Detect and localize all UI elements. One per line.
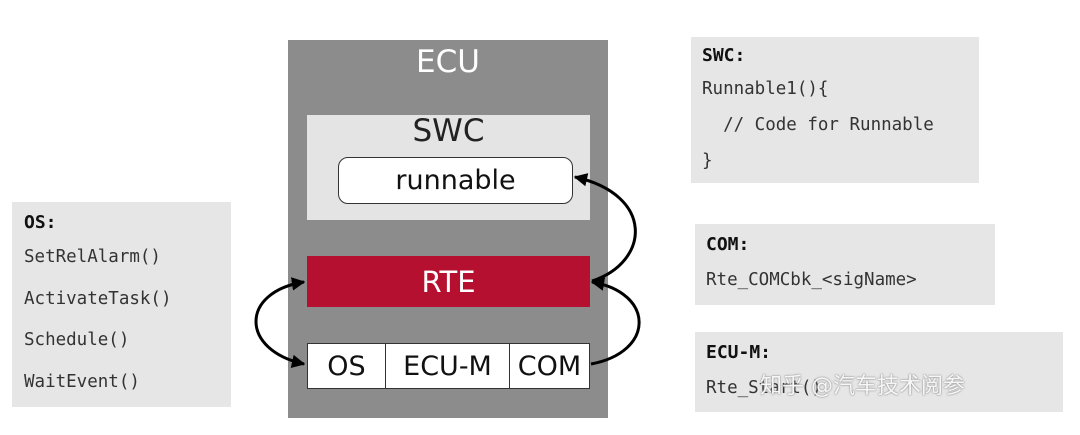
swc-panel-line: // Code for Runnable — [702, 115, 934, 135]
os-panel-header: OS: — [24, 212, 57, 233]
bsw-com: COM — [517, 350, 582, 382]
bsw-os: OS — [308, 344, 386, 388]
watermark: 知乎 @汽车技术阅参 — [760, 374, 965, 399]
os-panel-line: ActivateTask() — [24, 288, 172, 309]
os-panel-line: SetRelAlarm() — [24, 247, 161, 267]
com-code-panel: COM: Rte_COMCbk_<sigName> — [695, 224, 995, 305]
ecum-panel-header: ECU-M: — [706, 342, 772, 363]
ecu-title: ECU — [416, 44, 480, 80]
com-panel-header: COM: — [706, 234, 750, 255]
bsw-row: OS ECU-M COM — [307, 343, 590, 389]
ecum-code-panel: ECU-M: Rte_Start() — [695, 332, 1063, 412]
bsw-ecu-m: ECU-M — [386, 344, 510, 388]
swc-title: SWC — [412, 113, 485, 149]
os-panel-line: WaitEvent() — [24, 371, 140, 392]
os-panel-line: Schedule() — [24, 330, 130, 350]
com-panel-line: Rte_COMCbk_<sigName> — [706, 270, 917, 290]
rte-block: RTE — [307, 256, 590, 307]
swc-panel-header: SWC: — [702, 45, 746, 66]
os-code-panel: OS: SetRelAlarm() ActivateTask() Schedul… — [12, 202, 231, 407]
runnable-box: runnable — [338, 157, 573, 204]
swc-panel-line: } — [702, 151, 713, 171]
swc-code-panel: SWC: Runnable1(){ // Code for Runnable } — [691, 37, 979, 183]
ecum-panel-line: Rte_Start() — [706, 378, 822, 398]
swc-panel-line: Runnable1(){ — [702, 79, 829, 99]
